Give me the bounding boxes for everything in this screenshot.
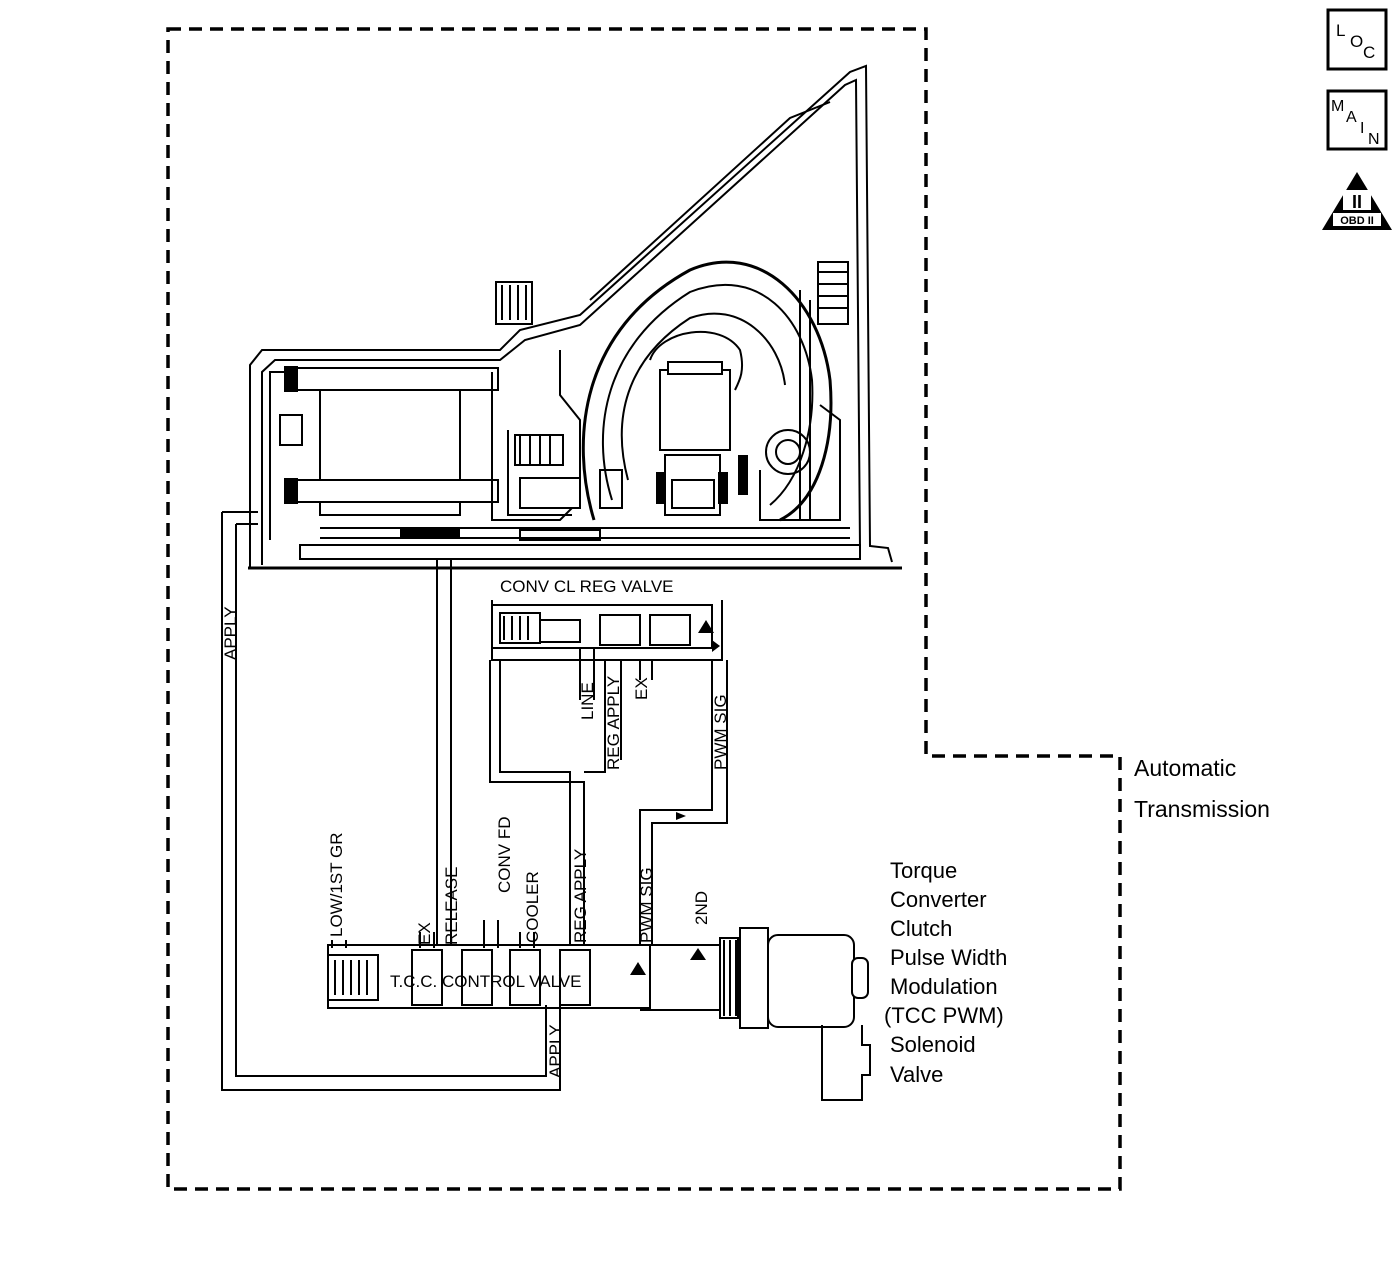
loc-badge: L O C [1326, 8, 1388, 71]
conv-cl-reg-valve [489, 600, 728, 945]
obd-badge-top: II [1352, 192, 1362, 212]
obd-badge-bottom: OBD II [1340, 215, 1374, 227]
solenoid-label-7: Solenoid [890, 1032, 976, 1057]
tcc-port-pwm-sig: PWM SIG [637, 867, 656, 943]
conv-port-line: LINE [578, 682, 597, 720]
tcc-port-release: RELEASE [442, 867, 461, 945]
apply-passage [221, 511, 561, 1091]
main-letter-1: M [1331, 98, 1344, 115]
main-badge: M A I N [1326, 89, 1388, 151]
tcc-port-reg-apply: REG APPLY [571, 849, 590, 943]
tcc-port-2nd: 2ND [692, 891, 711, 925]
main-letter-2: A [1346, 109, 1357, 126]
obd-badge: II OBD II [1322, 172, 1392, 230]
solenoid-label-3: Clutch [890, 916, 952, 941]
release-passage [436, 560, 452, 945]
loc-letter-2: O [1350, 32, 1363, 51]
tcc-control-valve-title: T.C.C. CONTROL VALVE [390, 972, 581, 991]
apply-line-label: APPLY [221, 606, 240, 660]
conv-port-ex: EX [632, 677, 651, 700]
tcc-port-conv-fd: CONV FD [495, 817, 514, 894]
solenoid-label-6: (TCC PWM) [884, 1003, 1004, 1028]
tcc-control-valve [327, 920, 721, 1011]
conv-cl-reg-valve-title: CONV CL REG VALVE [500, 577, 674, 596]
transmission-boundary [166, 27, 1122, 1191]
tcc-port-ex: EX [415, 922, 434, 945]
conv-port-pwm-sig: PWM SIG [711, 694, 730, 770]
solenoid-label-1: Torque [890, 858, 957, 883]
main-letter-3: I [1360, 120, 1364, 137]
conv-port-reg-apply: REG APPLY [604, 676, 623, 770]
solenoid-label-2: Converter [890, 887, 987, 912]
solenoid-label-8: Valve [890, 1062, 943, 1087]
boundary-label-line1: Automatic [1134, 755, 1236, 781]
solenoid-label-5: Modulation [890, 974, 998, 999]
boundary-label-line2: Transmission [1134, 796, 1270, 822]
tcc-port-apply: APPLY [546, 1024, 565, 1078]
loc-letter-1: L [1336, 21, 1345, 40]
solenoid-label-4: Pulse Width [890, 945, 1007, 970]
tcc-pwm-solenoid [719, 927, 871, 1101]
main-letter-4: N [1368, 131, 1380, 148]
transmission-cross-section [248, 64, 902, 570]
tcc-port-low-1st-gr: LOW/1ST GR [327, 832, 346, 937]
loc-letter-3: C [1363, 43, 1375, 62]
tcc-port-cooler: COOLER [523, 871, 542, 943]
